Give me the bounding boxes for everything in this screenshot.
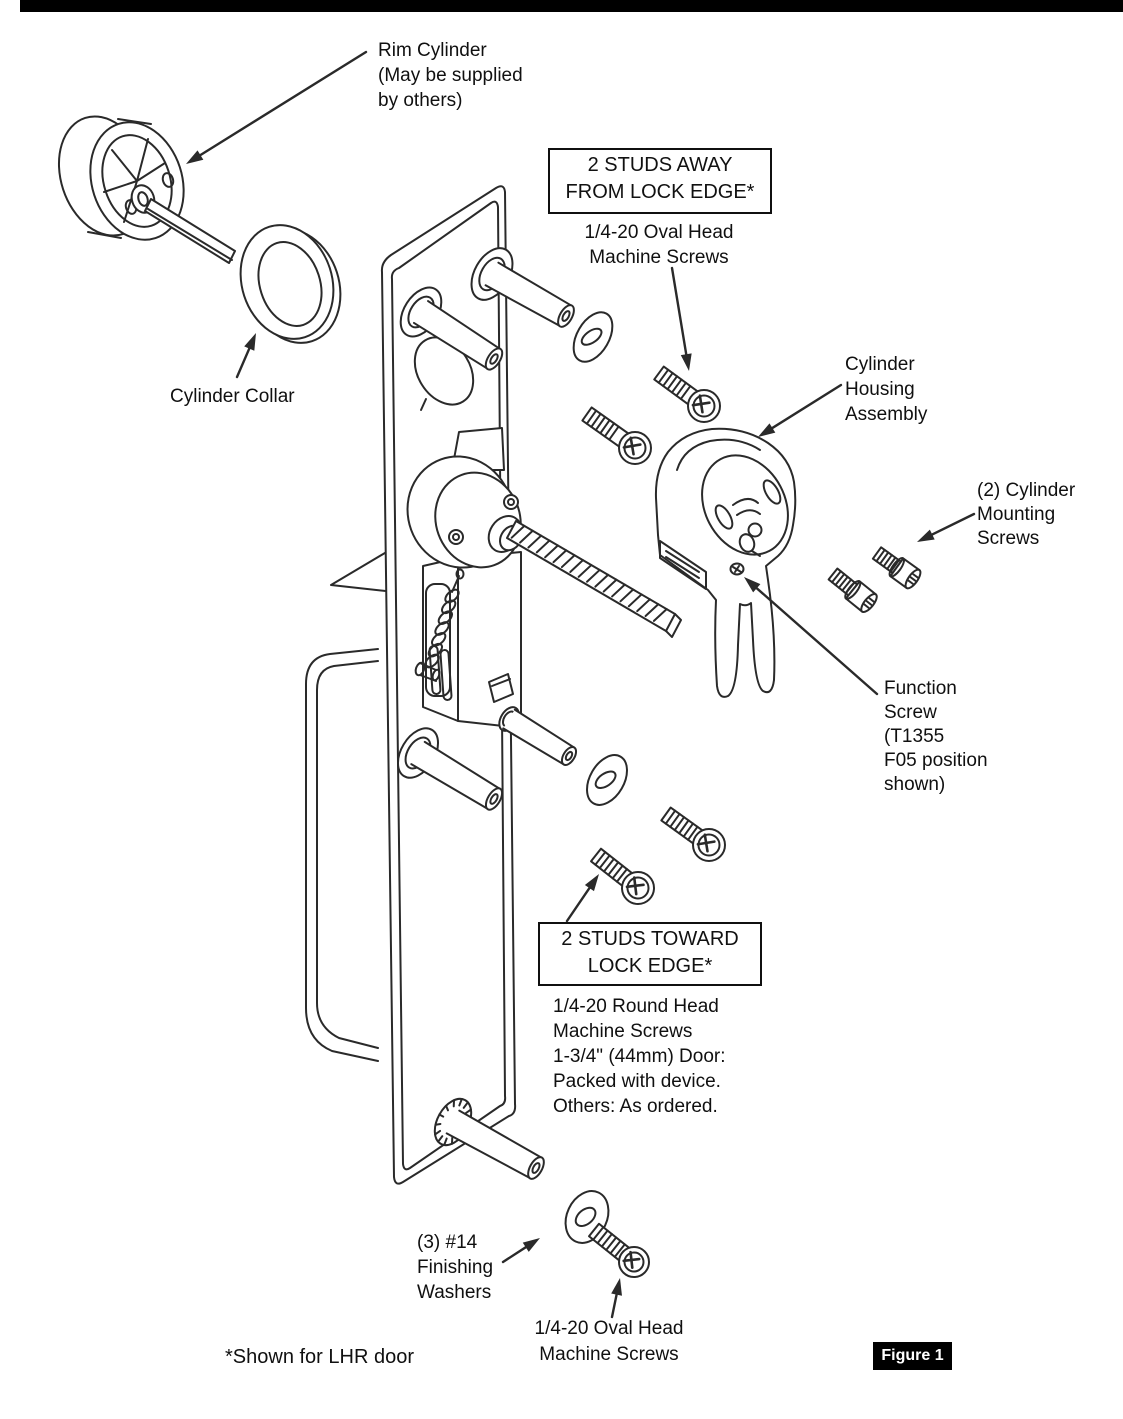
machine-screw-drawing (653, 365, 721, 423)
spindle-drawing (506, 520, 682, 638)
finishing-washer-drawing (586, 754, 628, 806)
machine-screw-drawing (590, 847, 655, 905)
leader-arrow (235, 333, 256, 379)
cylinder-mounting-screw-drawing (827, 567, 878, 614)
mounting-stud-drawing (396, 727, 504, 811)
leader-arrow (917, 512, 976, 542)
leader-arrow (610, 1278, 622, 1319)
oval-head-top-label: 1/4-20 Oval Head Machine Screws (584, 222, 734, 268)
lhr-door-footnote: *Shown for LHR door (225, 1346, 414, 1368)
leader-arrow (501, 1238, 540, 1264)
cylinder-housing-drawing (654, 427, 797, 698)
header-bar (20, 0, 1123, 12)
leader-arrow (758, 383, 843, 437)
leader-arrow (670, 266, 692, 371)
machine-screw-drawing (588, 1222, 650, 1278)
rim-cylinder-label: Rim Cylinder (May be supplied by others) (378, 40, 523, 111)
cylinder-collar-label: Cylinder Collar (170, 386, 295, 407)
finishing-washers-label: (3) #14 Finishing Washers (417, 1232, 494, 1303)
oval-head-bottom-label: 1/4-20 Oval Head Machine Screws (534, 1318, 684, 1365)
cylinder-housing-label: Cylinder Housing Assembly (845, 354, 928, 425)
leader-arrow (565, 874, 599, 923)
machine-screw-drawing (660, 806, 726, 862)
rim-cylinder-drawing (57, 115, 236, 264)
mounting-stud-drawing (433, 1097, 545, 1180)
mounting-screws-label: (2) Cylinder Mounting Screws (977, 480, 1076, 549)
round-head-screws-label: 1/4-20 Round Head Machine Screws 1-3/4" … (553, 996, 726, 1117)
mounting-stud-drawing (498, 706, 578, 766)
studs-away-callout-box: 2 STUDS AWAY FROM LOCK EDGE* (548, 148, 772, 214)
leader-arrow (744, 577, 879, 696)
mounting-stud-drawing (399, 286, 504, 371)
mounting-stud-drawing (470, 247, 575, 328)
function-screw-label: Function Screw (T1355 F05 position shown… (884, 678, 988, 795)
studs-toward-callout-box: 2 STUDS TOWARD LOCK EDGE* (538, 922, 762, 986)
cylinder-collar-drawing (239, 224, 342, 344)
finishing-washer-drawing (572, 311, 614, 363)
lock-body-drawing (406, 427, 523, 729)
cylinder-mounting-screw-drawing (871, 546, 922, 590)
door-edge-outline (305, 648, 379, 1062)
figure-number-badge: Figure 1 (873, 1342, 952, 1370)
cylinder-hole-cutout (413, 336, 475, 411)
machine-screw-drawing (581, 406, 652, 465)
leader-arrow (186, 50, 368, 164)
